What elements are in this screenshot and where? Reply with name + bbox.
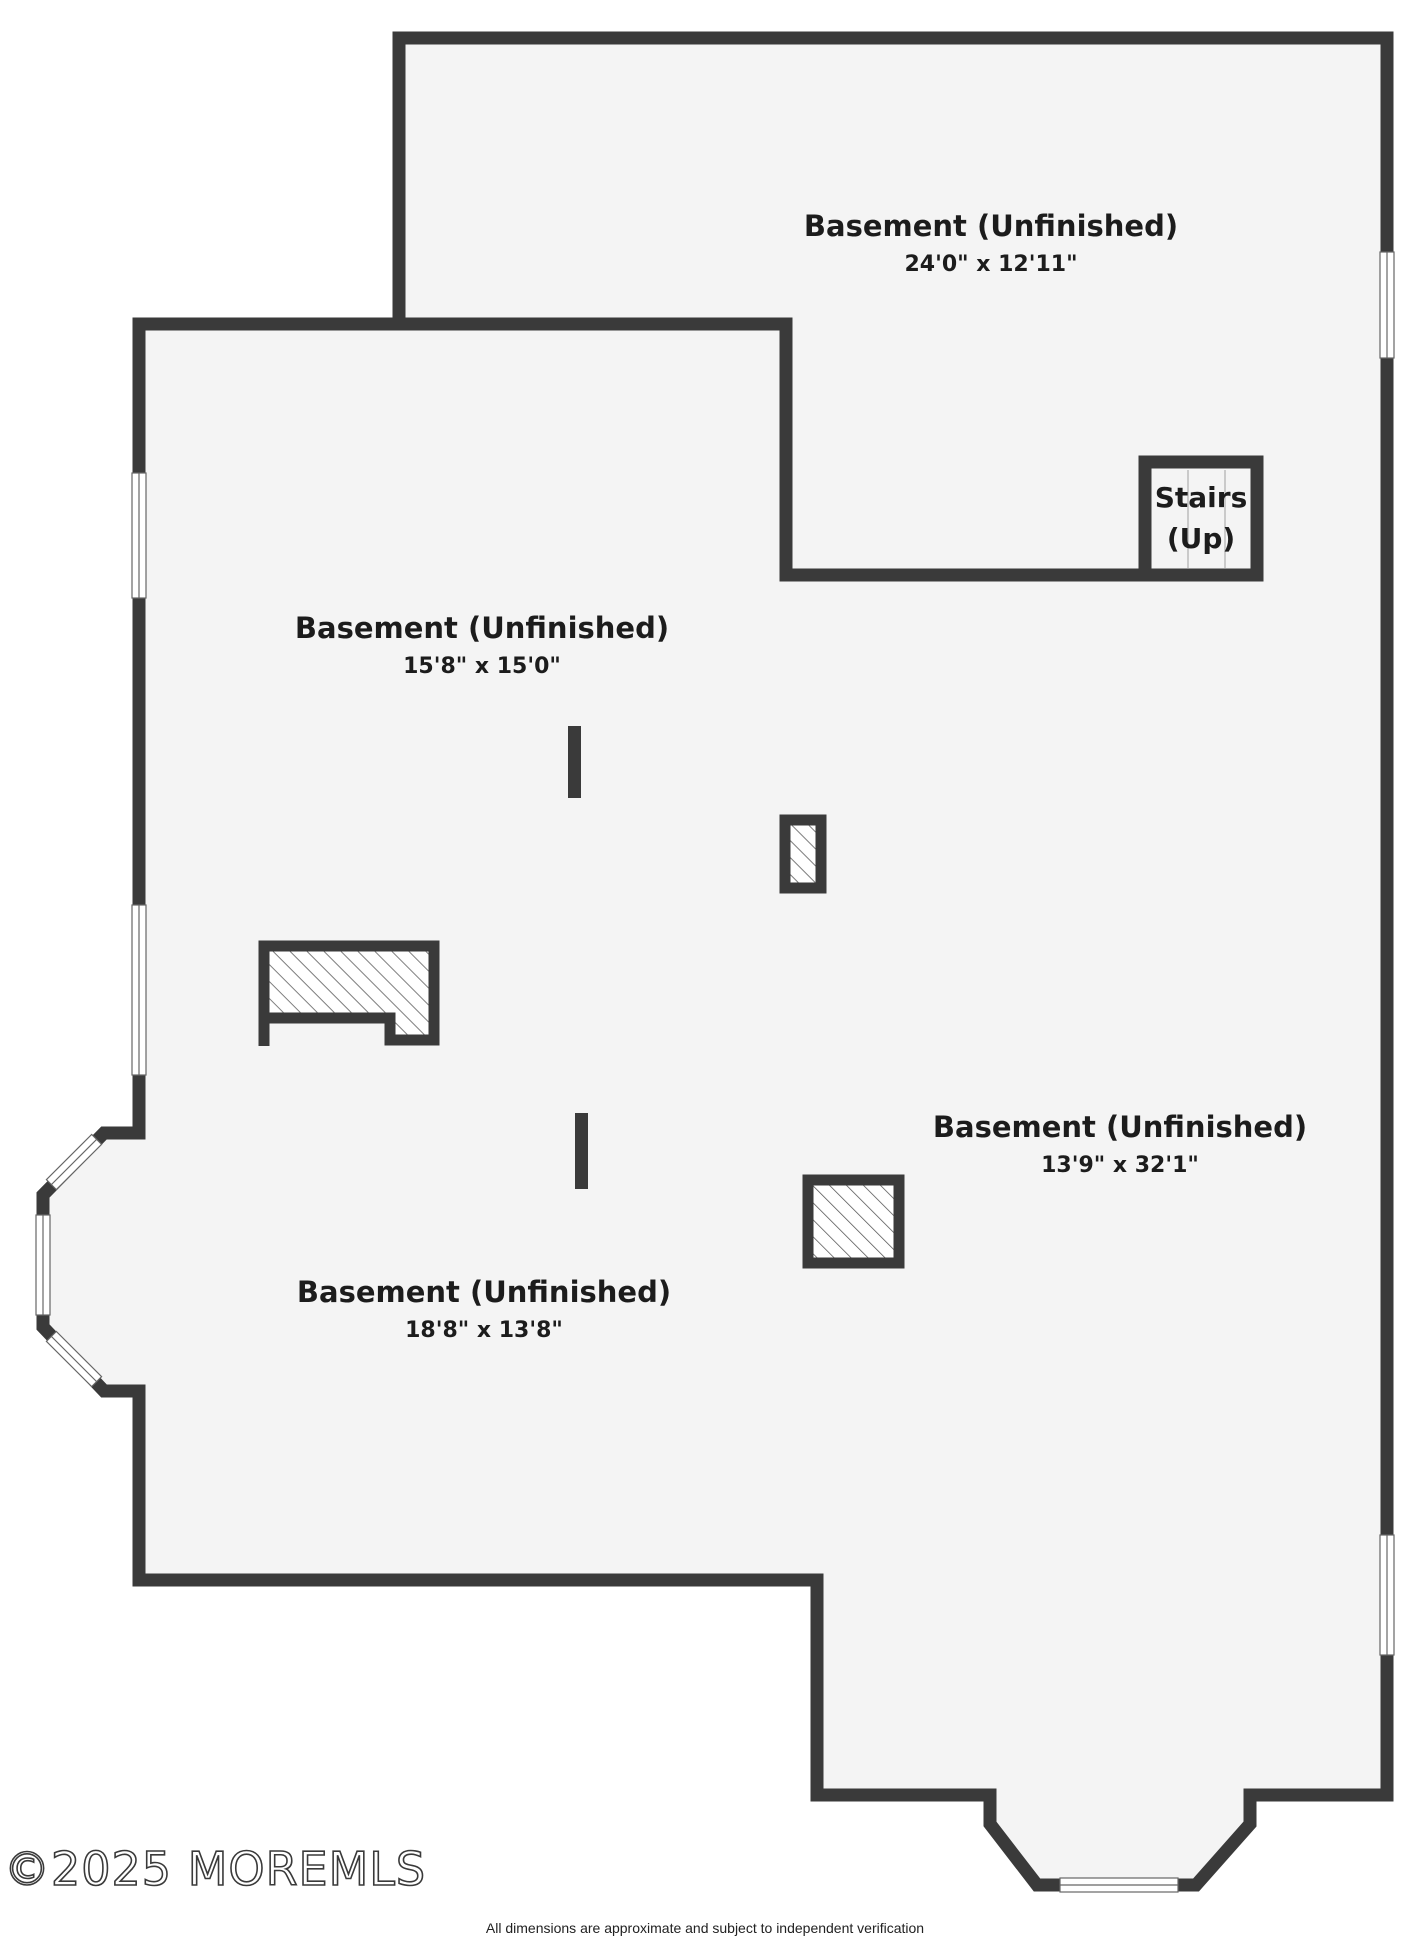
outer-wall <box>36 31 1394 1892</box>
room-name: Basement (Unfinished) <box>297 1275 671 1309</box>
windows <box>35 251 1395 1893</box>
chimney <box>258 940 440 1046</box>
room-dimensions: 18'8" x 13'8" <box>405 1318 563 1343</box>
stairs: Stairs (Up) <box>1138 455 1264 582</box>
column <box>779 814 827 894</box>
room-name: Basement (Unfinished) <box>804 209 1178 243</box>
room-name: Basement (Unfinished) <box>933 1110 1307 1144</box>
room-dimensions: 24'0" x 12'11" <box>904 252 1077 277</box>
window <box>45 1330 103 1388</box>
window <box>1059 1877 1179 1893</box>
wall-segment <box>568 726 581 798</box>
interior-wall <box>392 38 1258 582</box>
window <box>1379 251 1395 359</box>
stairs-label-line2: (Up) <box>1167 522 1235 555</box>
column <box>802 1174 905 1269</box>
room-dimensions: 13'9" x 32'1" <box>1041 1153 1199 1178</box>
room-dimensions: 15'8" x 15'0" <box>403 654 561 679</box>
room-name: Basement (Unfinished) <box>295 611 669 645</box>
window <box>35 1214 51 1316</box>
window <box>45 1133 103 1191</box>
window <box>1379 1534 1395 1656</box>
copyright-watermark: ©2025 MOREMLS <box>4 1842 426 1896</box>
wall-segment <box>575 1113 588 1189</box>
window <box>131 472 147 599</box>
window <box>131 904 147 1076</box>
stairs-label-line1: Stairs <box>1155 481 1248 514</box>
disclaimer: All dimensions are approximate and subje… <box>485 1920 925 1936</box>
